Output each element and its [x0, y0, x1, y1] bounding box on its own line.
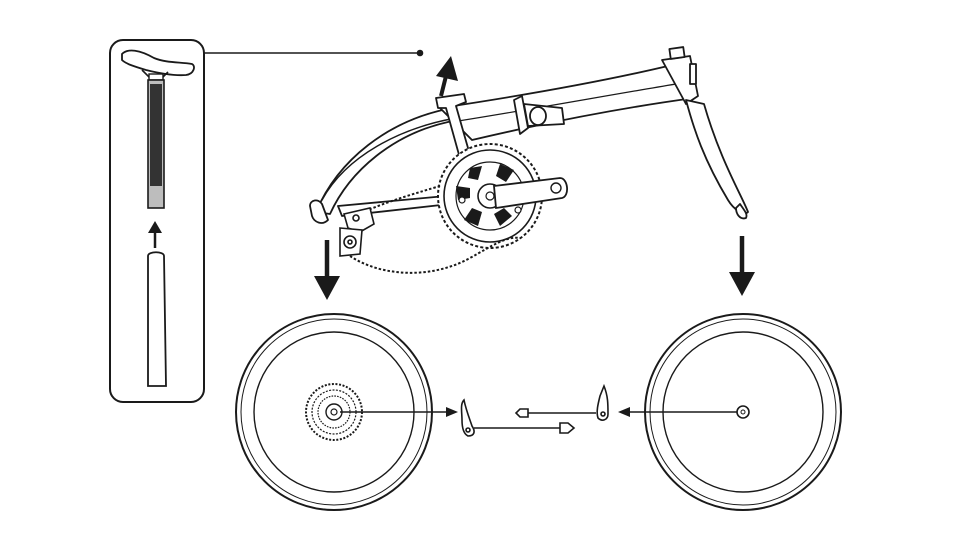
saddle-icon — [121, 49, 195, 81]
quick-release-skewer-icon — [460, 398, 576, 437]
chainring-icon — [437, 143, 568, 249]
arrow-up-icon — [436, 56, 458, 97]
arrow-down-icon — [729, 236, 755, 296]
arrow-down-icon — [314, 240, 340, 300]
arrow-right-icon — [446, 407, 458, 417]
quick-release-skewer-icon — [514, 383, 609, 421]
arrow-up-icon — [148, 221, 162, 248]
inset-frame — [109, 39, 205, 403]
seat-tube-section-icon — [147, 251, 167, 387]
chain-icon — [349, 185, 521, 274]
seatpost-icon — [147, 79, 165, 209]
arrow-left-icon — [618, 407, 630, 417]
rear-derailleur-icon — [339, 207, 375, 257]
seatpost-inset — [109, 39, 424, 403]
